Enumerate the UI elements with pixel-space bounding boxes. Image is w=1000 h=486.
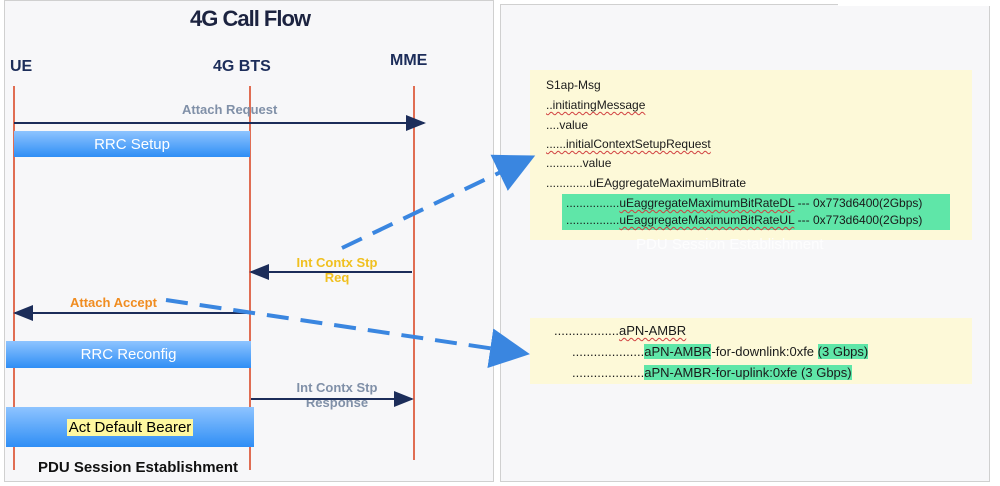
dashed-arrow-to-s1ap: [341, 154, 536, 250]
act-default-bearer-label: Act Default Bearer: [66, 418, 194, 436]
s1ap-message-box: S1ap-Msg ..initiatingMessage ....value .…: [530, 70, 972, 240]
s1ap-line-3: ......initialContextSetupRequest: [546, 137, 711, 151]
panel-tab-gap: [838, 0, 990, 6]
s1ap-line-5: .............uEAggregateMaximumBitrate: [546, 176, 747, 190]
s1ap-bitrate-highlight: ................uEaggregateMaximumBitRat…: [562, 194, 950, 230]
rrc-setup-box: RRC Setup: [14, 131, 250, 157]
s1ap-line-0: S1ap-Msg: [546, 78, 601, 92]
s1ap-ul-line: ................uEaggregateMaximumBitRat…: [566, 213, 923, 227]
apn-ul-line: ....................aPN-AMBR-for-uplink:…: [572, 365, 852, 380]
lifeline-mme: [413, 86, 415, 460]
node-mme: MME: [390, 52, 428, 69]
diagram-title: 4G Call Flow: [190, 6, 311, 31]
rrc-setup-label: RRC Setup: [94, 135, 170, 153]
ghost-pdu-text: PDU Session Establishment: [636, 236, 824, 253]
int-contx-req-label: Int Contx Stp Req: [296, 255, 378, 285]
apn-dl-line: ....................aPN-AMBR-for-downlin…: [572, 344, 869, 359]
apn-header-line: ..................aPN-AMBR: [554, 323, 687, 338]
node-ue: UE: [10, 58, 33, 75]
rrc-reconfig-label: RRC Reconfig: [80, 346, 177, 363]
pdu-session-footer: PDU Session Establishment: [38, 459, 239, 476]
act-default-bearer-box: Act Default Bearer: [6, 407, 254, 447]
s1ap-line-1: ..initiatingMessage: [546, 98, 646, 112]
apn-ambr-box: ..................aPN-AMBR .............…: [530, 318, 972, 384]
node-bts: 4G BTS: [213, 58, 271, 75]
rrc-reconfig-box: RRC Reconfig: [6, 341, 251, 368]
s1ap-line-4: ...........value: [546, 156, 612, 170]
lifeline-ue: [13, 86, 15, 470]
attach-request-label: Attach Request: [182, 102, 278, 117]
dashed-arrow-to-apn: [165, 298, 530, 369]
attach-accept-label: Attach Accept: [70, 295, 157, 310]
s1ap-dl-line: ................uEaggregateMaximumBitRat…: [566, 196, 923, 210]
s1ap-line-2: ....value: [546, 118, 589, 132]
